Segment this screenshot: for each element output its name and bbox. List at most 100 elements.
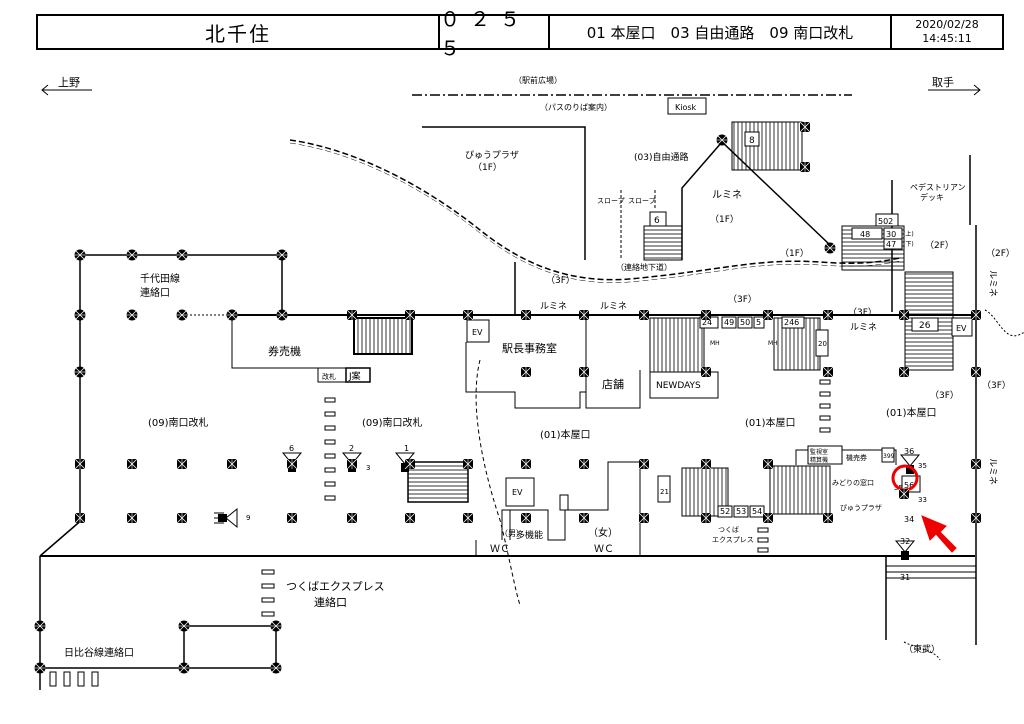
label-hibiya: 日比谷線連絡口 [64, 646, 134, 659]
pyuu-plaza-outline [422, 126, 586, 260]
svg-text:（男）: （男） [500, 529, 524, 538]
svg-text:J案: J案 [348, 370, 361, 382]
svg-text:（3F）: （3F） [728, 294, 757, 305]
label-shop: 店舗 [602, 377, 624, 391]
svg-text:デッキ: デッキ [920, 192, 944, 202]
svg-text:EV: EV [512, 488, 523, 497]
svg-text:48: 48 [860, 230, 870, 239]
stair-6 [643, 225, 683, 261]
svg-text:502: 502 [878, 217, 893, 226]
svg-text:54: 54 [752, 507, 762, 516]
svg-text:（3F）: （3F） [848, 307, 877, 318]
label-chiyoda: 千代田線 [140, 272, 180, 285]
svg-text:（2F）: （2F） [986, 248, 1015, 259]
svg-text:（3F）: （3F） [930, 390, 959, 401]
label-newdays: NEWDAYS [656, 381, 701, 391]
direction-left: 上野 [41, 76, 92, 96]
kiosk-box [667, 97, 707, 115]
label-south-gate-left: (09)南口改札 [148, 416, 209, 429]
date-text: 2020/02/28 [915, 18, 979, 31]
label-south-gate-right: (09)南口改札 [362, 416, 423, 429]
svg-text:1: 1 [404, 444, 409, 453]
label-ticket-machine: 券売機 [268, 344, 301, 358]
svg-text:ルミネ: ルミネ [850, 322, 877, 333]
label-bus: （パスのりば案内） [540, 102, 612, 112]
svg-text:6: 6 [654, 216, 660, 226]
svg-text:(下): (下) [903, 241, 914, 248]
svg-text:(01)本屋口: (01)本屋口 [886, 406, 937, 419]
svg-text:（3F）: （3F） [546, 275, 575, 286]
stair-newdays [649, 317, 705, 373]
svg-text:（女）: （女） [588, 526, 618, 539]
time-text: 14:45:11 [922, 32, 972, 45]
svg-text:精算機: 精算機 [810, 456, 828, 464]
svg-text:53: 53 [736, 507, 746, 516]
svg-text:8: 8 [749, 136, 755, 146]
svg-text:機売券: 機売券 [846, 453, 867, 462]
svg-text:（2F）: （2F） [925, 240, 954, 251]
svg-text:32: 32 [900, 537, 910, 546]
column-grid-round [34, 249, 288, 674]
svg-text:52: 52 [720, 507, 730, 516]
dir-left-text: 上野 [58, 76, 80, 89]
svg-text:399: 399 [883, 453, 895, 460]
svg-text:ペデストリアン: ペデストリアン [910, 182, 966, 192]
svg-text:26: 26 [919, 321, 931, 331]
svg-text:EV: EV [956, 324, 967, 333]
svg-text:スロープ: スロープ [628, 197, 656, 205]
stair-8 [731, 121, 803, 171]
target-arrow-icon [921, 515, 957, 553]
svg-text:56: 56 [904, 481, 914, 490]
svg-text:（1F）: （1F） [780, 248, 809, 259]
svg-text:30: 30 [886, 230, 896, 239]
svg-text:21: 21 [660, 488, 669, 496]
lumine-outline [681, 140, 831, 260]
svg-text:みどりの窓口: みどりの窓口 [832, 478, 874, 487]
svg-text:ルミネ: ルミネ [600, 301, 627, 312]
direction-right: 取手 [928, 75, 981, 96]
svg-text:スロープ: スロープ [597, 197, 625, 205]
stair-1 [407, 461, 469, 503]
label-tsukuba: つくばエクスプレス [286, 580, 385, 593]
svg-text:（東武）: （東武） [904, 643, 940, 655]
svg-text:ルミネ: ルミネ [987, 458, 998, 485]
svg-text:ぴゅうプラザ: ぴゅうプラザ [840, 504, 882, 512]
exit-list: 01 本屋口 03 自由通路 09 南口改札 [550, 16, 892, 48]
svg-text:ルミネ: ルミネ [987, 270, 998, 297]
svg-text:34: 34 [904, 515, 914, 524]
svg-text:35: 35 [918, 462, 927, 470]
svg-text:連絡口: 連絡口 [140, 286, 170, 299]
svg-text:（1F）: （1F） [710, 214, 739, 225]
svg-text:(上): (上) [903, 230, 914, 238]
svg-text:ＷＣ: ＷＣ [594, 544, 614, 555]
svg-text:33: 33 [918, 496, 927, 504]
svg-text:改札: 改札 [322, 372, 336, 381]
svg-text:（1F）: （1F） [473, 162, 502, 173]
svg-text:MH: MH [768, 340, 778, 347]
label-station-master: 駅長事務室 [502, 341, 557, 355]
svg-text:47: 47 [886, 240, 896, 249]
svg-text:監視室: 監視室 [810, 448, 828, 456]
svg-text:MH: MH [710, 340, 720, 347]
stair-52 [769, 465, 831, 515]
stair-south [353, 317, 413, 355]
svg-text:（連絡地下道）: （連絡地下道） [616, 262, 672, 272]
svg-text:49: 49 [724, 318, 734, 327]
svg-text:(01)本屋口: (01)本屋口 [745, 416, 796, 429]
svg-text:EV: EV [472, 328, 483, 337]
station-name: 北千住 [38, 16, 440, 48]
svg-text:50: 50 [740, 318, 750, 327]
stair-21 [681, 467, 729, 517]
label-kiosk: Kiosk [675, 103, 697, 112]
timestamp: 2020/02/28 14:45:11 [892, 16, 1002, 48]
dir-right-text: 取手 [932, 75, 954, 89]
svg-text:246: 246 [784, 318, 799, 327]
svg-text:24: 24 [702, 318, 712, 327]
svg-text:（3F）: （3F） [982, 380, 1011, 391]
svg-text:3: 3 [366, 464, 370, 472]
svg-text:ルミネ: ルミネ [712, 189, 742, 201]
label-ekimae: （駅前広場） [514, 75, 562, 85]
svg-text:多機能: 多機能 [516, 529, 543, 541]
svg-text:9: 9 [246, 514, 250, 522]
